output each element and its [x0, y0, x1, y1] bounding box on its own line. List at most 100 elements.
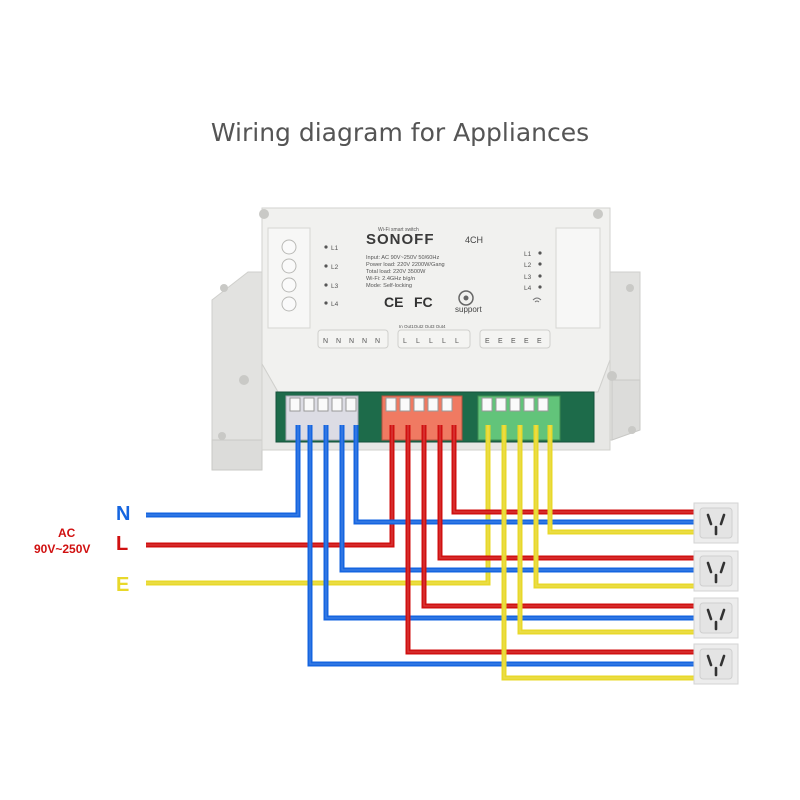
socket-1	[693, 502, 739, 544]
terminal-letter: L	[455, 338, 459, 345]
n-terminal-strip	[317, 329, 389, 349]
button-1[interactable]	[281, 239, 297, 255]
wire	[501, 425, 700, 681]
terminal-letter: E	[498, 338, 503, 345]
wire-highlight	[423, 425, 700, 607]
l-terminal-strip	[397, 329, 471, 349]
socket-3	[693, 597, 739, 639]
terminal-letter: N	[323, 338, 328, 345]
right-indicator-4: L4	[524, 285, 532, 292]
spec-line-3: Total load: 220V 3500W	[366, 269, 426, 275]
wire	[437, 425, 700, 561]
model-label: 4CH	[465, 235, 483, 245]
diagram-title: Wiring diagram for Appliances	[210, 118, 590, 147]
wifi-icon	[532, 297, 542, 303]
wire	[517, 425, 700, 635]
terminal-screw	[441, 397, 453, 412]
terminal-screw	[537, 397, 549, 412]
wire	[146, 425, 301, 518]
left-indicator-2: L2	[331, 264, 339, 271]
device-tagline: Wi-Fi smart switch	[378, 227, 419, 233]
wire-highlight	[503, 425, 700, 679]
right-cover	[555, 227, 601, 329]
spec-line-5: Mode: Self-locking	[366, 283, 412, 289]
wire-highlight	[325, 425, 700, 619]
voltage-label: 90V~250V	[34, 542, 91, 556]
wire-highlight	[355, 425, 700, 523]
terminal-screw	[509, 397, 521, 412]
terminal-screw	[413, 397, 425, 412]
socket-hole	[719, 608, 726, 621]
wire	[451, 425, 700, 515]
wire	[323, 425, 700, 621]
wire-highlight	[549, 425, 700, 533]
brand-logo: SONOFF	[366, 231, 435, 248]
n-terminal-block	[285, 395, 359, 441]
terminal-letter: N	[375, 338, 380, 345]
terminal-screw	[345, 397, 357, 412]
wire	[547, 425, 700, 535]
terminal-letter: N	[336, 338, 341, 345]
terminal-screw	[523, 397, 535, 412]
right-indicator-3: L3	[524, 274, 532, 281]
socket-hole	[706, 561, 713, 574]
wire-highlight	[439, 425, 700, 559]
terminal-letter: N	[349, 338, 354, 345]
socket-hole	[706, 608, 713, 621]
button-4[interactable]	[281, 296, 297, 312]
terminal-letter: E	[537, 338, 542, 345]
wire-highlight	[146, 425, 489, 584]
l-terminal-header: In Out1Out2 Out3 Out4	[399, 324, 446, 329]
wire	[339, 425, 700, 573]
support-label: support	[455, 305, 482, 314]
terminal-letter: L	[403, 338, 407, 345]
ac-label: AC	[58, 526, 76, 540]
wire-highlight	[309, 425, 700, 665]
right-indicator-2: L2	[524, 262, 532, 269]
left-indicator-3: L3	[331, 283, 339, 290]
wire	[353, 425, 700, 525]
wire-highlight	[519, 425, 700, 633]
wire	[533, 425, 700, 589]
terminal-letter: L	[442, 338, 446, 345]
screw-hole	[259, 209, 269, 219]
terminal-screw	[399, 397, 411, 412]
spec-line-2: Power load: 220V 2200W/Gang	[366, 262, 445, 268]
wire-highlight	[453, 425, 700, 513]
wire-highlight	[146, 425, 393, 546]
wire-highlight	[535, 425, 700, 587]
socket-2	[693, 550, 739, 592]
wire	[421, 425, 700, 609]
terminal-letter: L	[429, 338, 433, 345]
terminal-screw	[495, 397, 507, 412]
screw-hole	[607, 371, 617, 381]
left-indicator-1: L1	[331, 245, 339, 252]
terminal-screw	[303, 397, 315, 412]
button-3[interactable]	[281, 277, 297, 293]
terminal-screw	[317, 397, 329, 412]
socket-hole	[719, 513, 726, 526]
fcc-mark: FC	[414, 294, 433, 310]
socket-hole	[706, 513, 713, 526]
screw-hole	[628, 426, 636, 434]
live-label: L	[116, 533, 129, 555]
wire	[146, 425, 395, 548]
e-terminal-block	[477, 395, 561, 441]
terminal-screw	[481, 397, 493, 412]
button-2[interactable]	[281, 258, 297, 274]
socket-hole	[719, 561, 726, 574]
terminal-screw	[331, 397, 343, 412]
screw-hole	[218, 432, 226, 440]
socket-hole	[719, 654, 726, 667]
wire-highlight	[407, 425, 700, 653]
screw-hole	[593, 209, 603, 219]
spec-line-1: Input: AC 90V~250V 50/60Hz	[366, 255, 439, 261]
gear-icon	[458, 290, 474, 306]
terminal-letter: L	[416, 338, 420, 345]
terminal-letter: N	[362, 338, 367, 345]
terminal-letter: E	[485, 338, 490, 345]
right-indicator-1: L1	[524, 251, 532, 258]
socket-hole	[706, 654, 713, 667]
wire	[307, 425, 700, 667]
